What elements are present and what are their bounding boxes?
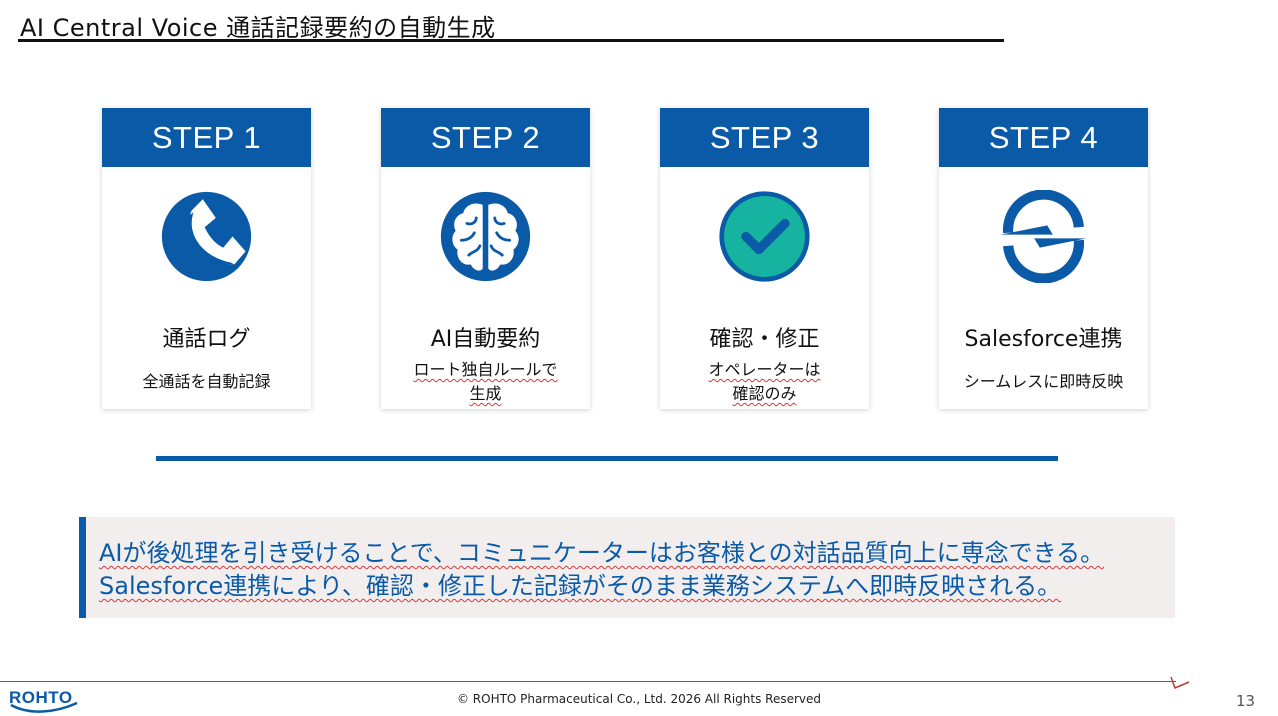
step-header: STEP 3 [660, 108, 869, 167]
callout-line-2: Salesforce連携により、確認・修正した記録がそのまま業務システムへ即時反… [99, 572, 1062, 600]
step-card-3: STEP 3 確認・修正 オペレーターは 確認のみ [660, 108, 869, 409]
callout-box: AIが後処理を引き受けることで、コミュニケーターはお客様との対話品質向上に専念で… [79, 517, 1175, 618]
step-description: ロート独自ルールで 生成 [413, 360, 558, 403]
step-header: STEP 1 [102, 108, 311, 167]
check-circle-icon [719, 191, 810, 282]
step-description: オペレーターは 確認のみ [708, 360, 821, 403]
logo-swoosh-icon [10, 701, 78, 713]
sync-icon [1000, 190, 1087, 283]
phone-icon [161, 191, 252, 282]
step-label: 確認・修正 [709, 327, 820, 352]
footer-rule [0, 681, 1176, 682]
step-header: STEP 4 [939, 108, 1148, 167]
step-description: 全通話を自動記録 [142, 372, 271, 391]
rohto-logo: ROHTO [9, 688, 73, 707]
callout-line-1: AIが後処理を引き受けることで、コミュニケーターはお客様との対話品質向上に専念で… [99, 539, 1105, 567]
page-number: 13 [1236, 692, 1256, 710]
title-underline [18, 39, 1004, 42]
step-description: シームレスに即時反映 [963, 372, 1124, 391]
step-label: 通話ログ [162, 327, 251, 352]
footer-tick-icon [1170, 676, 1190, 690]
divider-bar [156, 456, 1058, 461]
step-card-2: STEP 2 AI自動要約 ロート独自ルールで 生成 [381, 108, 590, 409]
step-header: STEP 2 [381, 108, 590, 167]
copyright-text: © ROHTO Pharmaceutical Co., Ltd. 2026 Al… [456, 692, 822, 706]
callout-accent [79, 517, 86, 618]
slide-title: AI Central Voice 通話記録要約の自動生成 [20, 14, 496, 42]
step-label: AI自動要約 [430, 327, 541, 352]
step-label: Salesforce連携 [964, 327, 1123, 352]
step-card-4: STEP 4 Salesforce連携 シームレスに即時反映 [939, 108, 1148, 409]
step-card-1: STEP 1 通話ログ 全通話を自動記録 [102, 108, 311, 409]
brain-icon [440, 191, 531, 282]
